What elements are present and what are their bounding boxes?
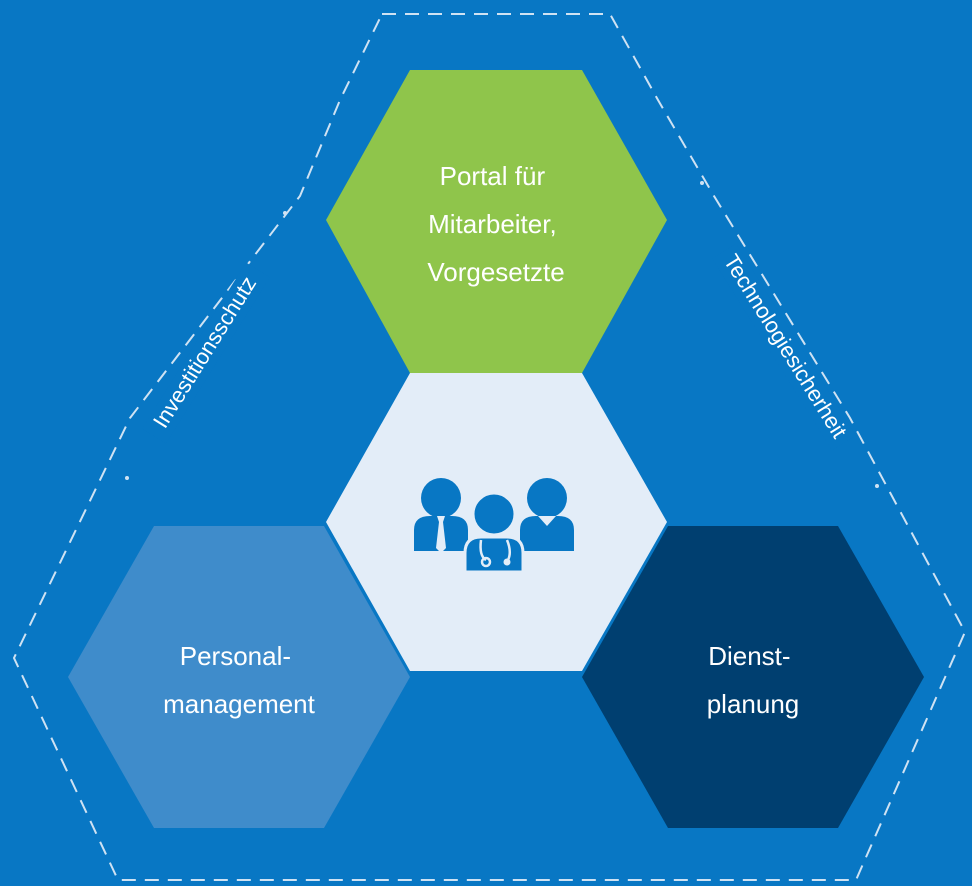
portal-hexagon (326, 70, 667, 373)
dienst-label: Dienst- planung (707, 641, 800, 719)
left-label-mask (142, 262, 270, 444)
personal-hexagon (68, 526, 410, 828)
dienst-label-line-2: planung (707, 689, 800, 719)
person-left-icon (414, 478, 468, 553)
portal-label-line-1: Portal für (440, 161, 546, 191)
dashed-outer-frame (12, 13, 967, 881)
medical-team-people-icon (414, 478, 574, 574)
portal-label-line-3: Vorgesetzte (427, 257, 564, 287)
right-label-mask (712, 243, 856, 451)
dot-right-bottom (875, 484, 879, 488)
dienst-hexagon (582, 526, 924, 828)
side-label-investitionsschutz: Investitionsschutz (148, 272, 261, 433)
portal-label-line-2: Mitarbeiter, (428, 209, 557, 239)
dienst-label-line-1: Dienst- (708, 641, 790, 671)
dot-right-top (700, 181, 704, 185)
person-right-icon (520, 478, 574, 551)
personal-label: Personal- management (163, 641, 316, 719)
personal-label-line-1: Personal- (180, 641, 291, 671)
side-label-technologiesicherheit: Technologiesicherheit (719, 250, 852, 443)
doctor-icon (463, 491, 525, 574)
personal-label-line-2: management (163, 689, 316, 719)
dot-left-bottom (125, 476, 129, 480)
portal-label: Portal für Mitarbeiter, Vorgesetzte (427, 161, 564, 287)
dot-left-top (283, 211, 287, 215)
